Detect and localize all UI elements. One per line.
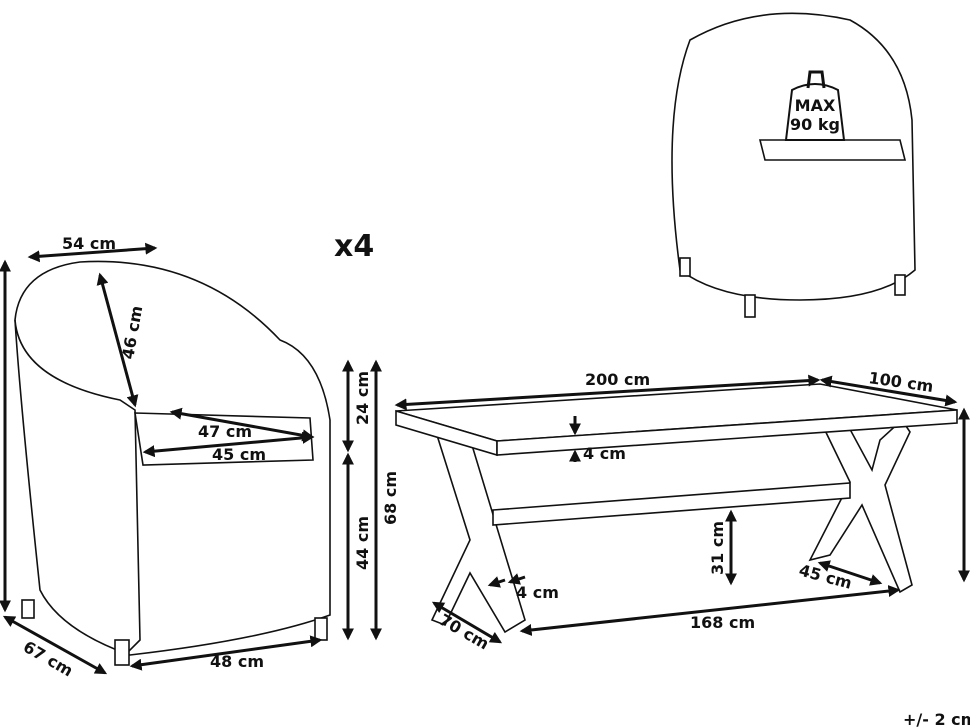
max-label: MAX [795,96,836,115]
table-top-thickness: 4 cm [583,444,626,463]
chair-base-width: 48 cm [210,652,264,671]
max-load-chair-illustration: MAX 90 kg [671,12,916,318]
chair-depth: 67 cm [20,637,76,680]
table-leg-thickness: 4 cm [516,583,559,602]
tolerance-note: +/- 2 cm [903,710,970,728]
table-length: 200 cm [585,370,650,389]
chair-arm-above-seat: 24 cm [353,371,372,425]
table-base-depth: 70 cm [436,610,492,653]
table-illustration [395,383,958,634]
chair-seat-height: 44 cm [353,516,372,570]
chair-arm-height: 68 cm [381,471,400,525]
table-leg-distance: 168 cm [690,613,755,632]
max-weight-value: 90 kg [790,115,840,134]
chair-illustration [14,260,331,666]
weight-icon: MAX 90 kg [784,70,846,141]
table-stretcher-height: 31 cm [708,521,727,575]
chair-seat-depth: 47 cm [198,422,252,441]
chair-width-top: 54 cm [62,234,116,253]
chair-seat-width: 45 cm [212,445,266,464]
quantity-label: x4 [334,229,374,264]
